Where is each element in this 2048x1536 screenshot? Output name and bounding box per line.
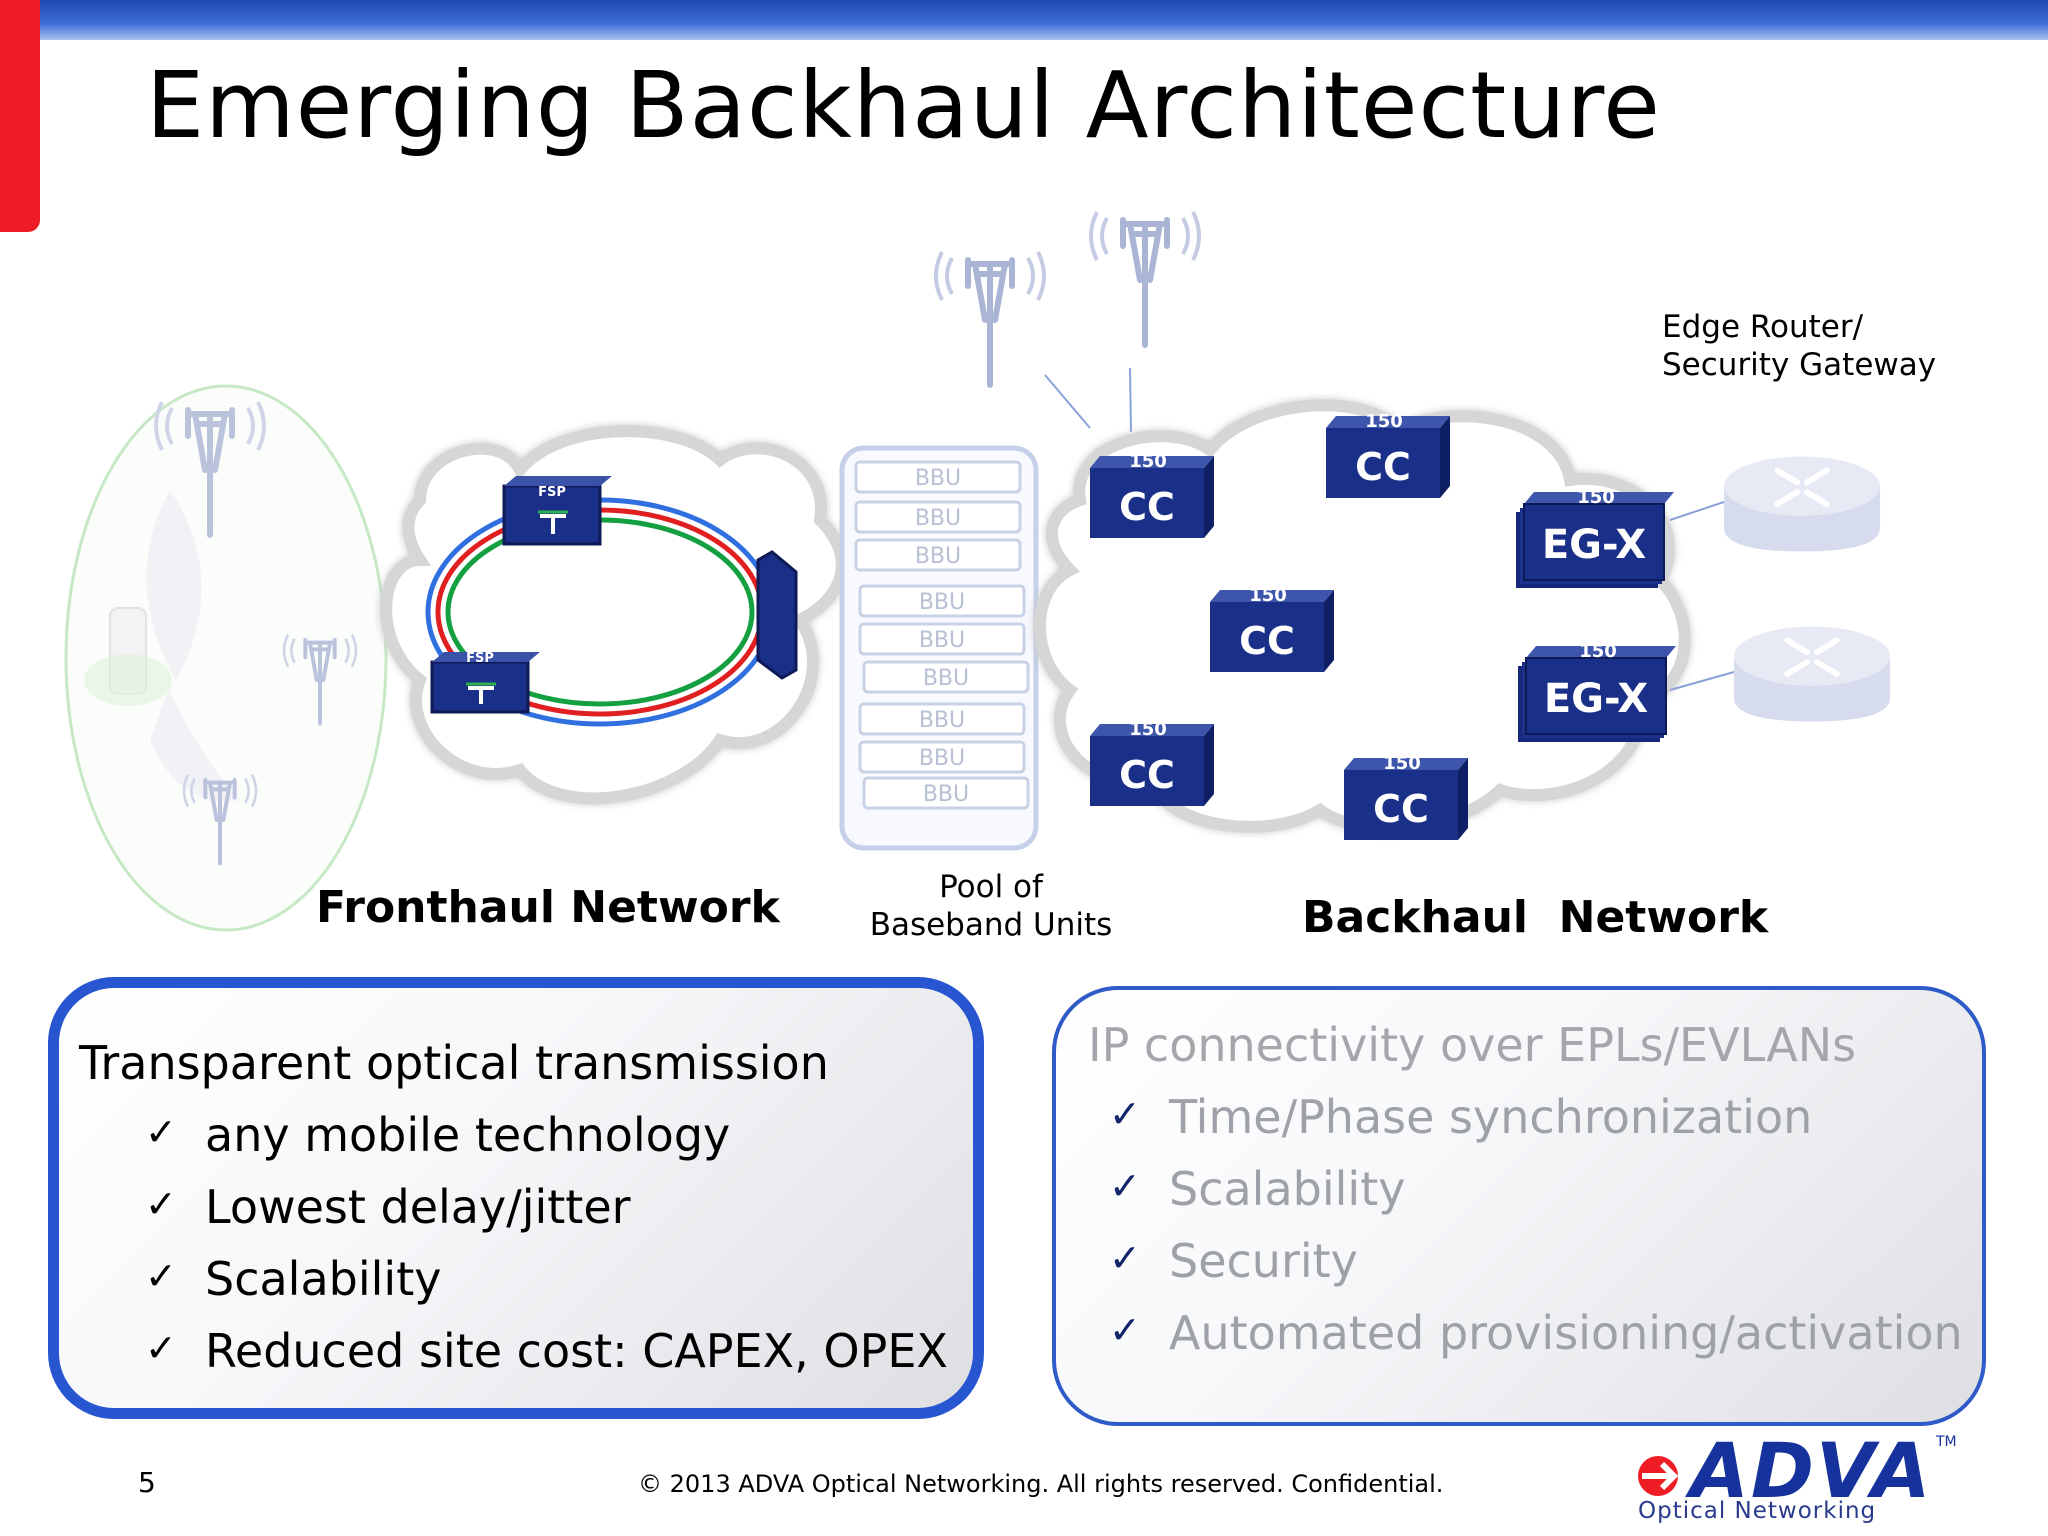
bbu-label: BBU	[923, 666, 969, 691]
fsp-label-top: FSP	[538, 485, 566, 500]
bbu-unit: BBU	[862, 776, 1030, 810]
pool-label-line2: Baseband Units	[869, 907, 1113, 943]
adva-logo-icon	[1638, 1456, 1679, 1496]
bbu-pool: BBU BBU BBU BBU BBU BBU BBU BBU BBU	[839, 445, 1039, 851]
fronthaul-benefits-title: Transparent optical transmission	[79, 1036, 829, 1090]
fronthaul-benefits-box: Transparent optical transmission ✓any mo…	[48, 977, 984, 1419]
backhaul-benefits-title: IP connectivity over EPLs/EVLANs	[1088, 1018, 1857, 1072]
adva-logo: ADVA TM Optical Networking	[1634, 1426, 1957, 1530]
check-icon: ✓	[1109, 1092, 1141, 1136]
bbu-label: BBU	[915, 466, 961, 491]
bbu-unit: BBU	[858, 622, 1026, 656]
check-icon: ✓	[1109, 1164, 1141, 1208]
cc-label: CC	[1355, 445, 1411, 489]
backhaul-benefits-box: IP connectivity over EPLs/EVLANs ✓Time/P…	[1052, 986, 1986, 1426]
cc-label: CC	[1239, 619, 1295, 663]
egx-model-label: 150	[1577, 487, 1615, 508]
edge-label-line1: Edge Router/	[1662, 309, 1864, 345]
bbu-label: BBU	[919, 708, 965, 733]
check-icon: ✓	[145, 1110, 177, 1154]
edge-routers	[1669, 457, 1890, 722]
bbu-label: BBU	[915, 544, 961, 569]
fronthaul-hub-node	[756, 550, 798, 680]
bbu-unit: BBU	[854, 538, 1022, 572]
backhaul-cell-towers	[936, 212, 1199, 433]
cc-model-label: 150	[1249, 585, 1287, 606]
backhaul-network-label: Backhaul Network	[1302, 892, 1769, 943]
cc-label: CC	[1373, 787, 1429, 831]
egx-label: EG-X	[1542, 522, 1646, 568]
cc-label: CC	[1119, 485, 1175, 529]
bbu-label: BBU	[915, 506, 961, 531]
logo-subtitle: Optical Networking	[1638, 1498, 1877, 1524]
cc-model-label: 150	[1129, 451, 1167, 472]
page-number: 5	[138, 1466, 156, 1499]
bbu-label: BBU	[919, 590, 965, 615]
bbu-label: BBU	[919, 628, 965, 653]
radio-access-area	[64, 384, 388, 932]
check-icon: ✓	[145, 1326, 177, 1370]
check-icon: ✓	[145, 1254, 177, 1298]
edge-router-icon	[1724, 457, 1880, 552]
egx-label: EG-X	[1544, 676, 1648, 722]
bbu-unit: BBU	[858, 702, 1026, 736]
bbu-unit: BBU	[858, 584, 1026, 618]
check-icon: ✓	[1109, 1236, 1141, 1280]
cc-model-label: 150	[1129, 719, 1167, 740]
bbu-label: BBU	[923, 782, 969, 807]
copyright-notice: © 2013 ADVA Optical Networking. All righ…	[638, 1470, 1444, 1498]
bbu-unit: BBU	[854, 500, 1022, 534]
cc-model-label: 150	[1383, 753, 1421, 774]
top-header-bar	[0, 0, 2048, 40]
bbu-unit: BBU	[858, 740, 1026, 774]
slide-title: Emerging Backhaul Architecture	[146, 52, 1661, 159]
edge-label-line2: Security Gateway	[1662, 347, 1937, 383]
cc-label: CC	[1119, 753, 1175, 797]
bbu-label: BBU	[919, 746, 965, 771]
bbu-unit: BBU	[862, 660, 1030, 694]
pool-of-baseband-units-label: Pool of Baseband Units	[868, 868, 1114, 944]
fronthaul-network-label: Fronthaul Network	[316, 882, 780, 933]
check-icon: ✓	[145, 1182, 177, 1226]
logo-wordmark: ADVA	[1690, 1426, 1933, 1515]
fsp-node-bottom: FSP	[430, 651, 540, 714]
edge-router-icon	[1734, 627, 1890, 722]
fsp-label-bottom: FSP	[466, 651, 494, 666]
check-icon: ✓	[1109, 1308, 1141, 1352]
red-accent-tab	[0, 0, 40, 232]
egx-model-label: 150	[1579, 641, 1617, 662]
edge-router-security-gateway-label: Edge Router/ Security Gateway	[1662, 308, 1936, 384]
pool-label-line1: Pool of	[939, 869, 1043, 905]
logo-trademark: TM	[1936, 1434, 1957, 1450]
fsp-node-top: FSP	[502, 476, 612, 546]
cc-model-label: 150	[1365, 411, 1403, 432]
bbu-unit: BBU	[854, 460, 1022, 494]
